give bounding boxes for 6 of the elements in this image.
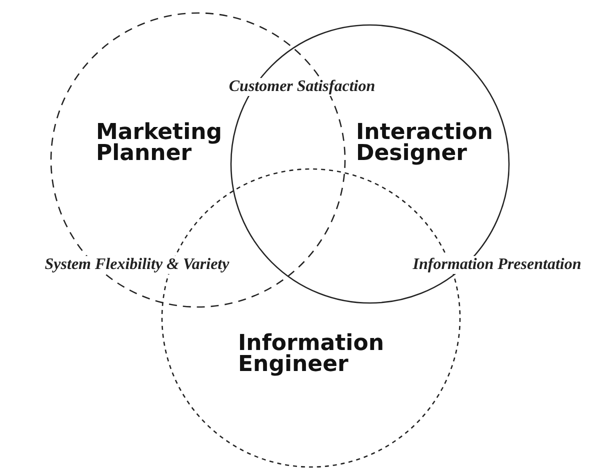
- role-title: Information Engineer: [238, 333, 385, 375]
- overlap-label: System Flexibility & Variety: [44, 256, 230, 274]
- role-title: Interaction Designer: [356, 122, 494, 164]
- role-title: Marketing Planner: [96, 122, 224, 164]
- overlap-label: Customer Satisfaction: [228, 78, 376, 96]
- overlap-label: Information Presentation: [412, 256, 582, 274]
